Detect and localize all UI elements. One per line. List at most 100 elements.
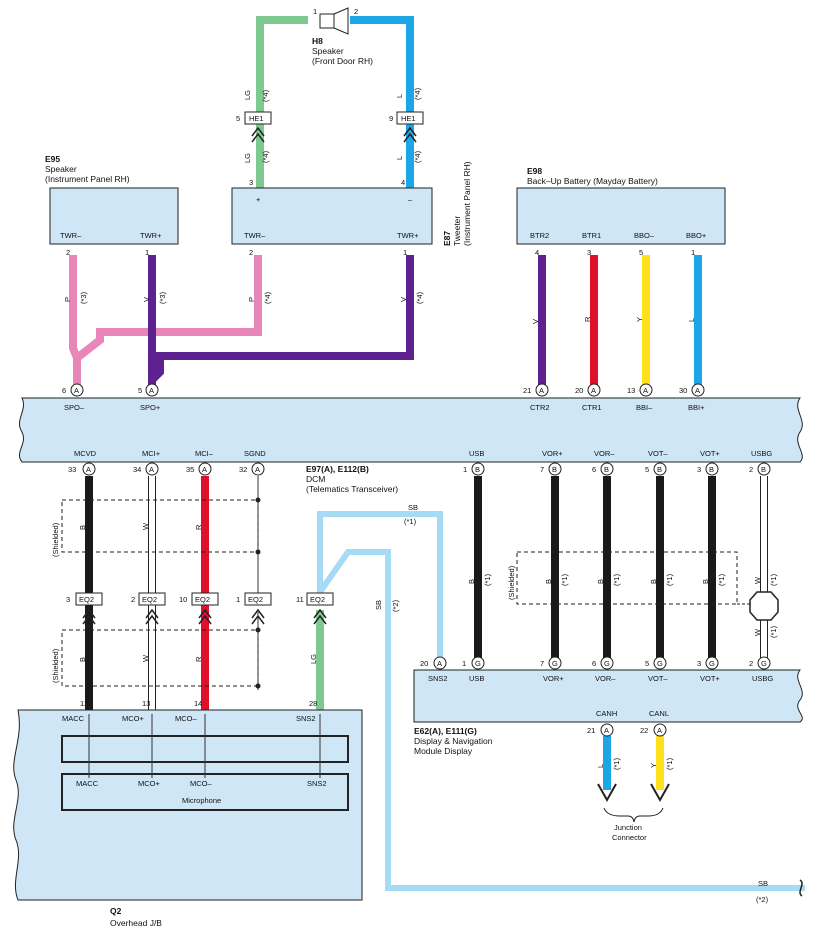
svg-text:5: 5 <box>236 114 240 123</box>
dcm-label: E97(A), E112(B) DCM (Telematics Transcei… <box>306 464 398 494</box>
svg-text:BTR1: BTR1 <box>582 231 601 240</box>
label-r-2: R <box>194 524 203 530</box>
svg-text:3: 3 <box>697 659 701 668</box>
svg-text:B: B <box>657 465 662 474</box>
wire-v-e87 <box>149 255 414 383</box>
component-e98: E98 Back–Up Battery (Mayday Battery) BTR… <box>516 166 726 257</box>
wire-l-h8 <box>350 16 414 188</box>
svg-text:3: 3 <box>697 465 701 474</box>
svg-text:BBO+: BBO+ <box>686 231 707 240</box>
svg-text:Module Display: Module Display <box>414 746 473 756</box>
component-dcm <box>18 397 803 463</box>
svg-text:VOT–: VOT– <box>648 449 668 458</box>
svg-text:EQ2: EQ2 <box>310 595 325 604</box>
svg-text:VOR–: VOR– <box>595 674 616 683</box>
svg-text:EQ2: EQ2 <box>79 595 94 604</box>
svg-text:SNS2: SNS2 <box>428 674 448 683</box>
label-n3-2: (*3) <box>158 291 167 304</box>
label-n1-6: (*1) <box>769 573 778 586</box>
svg-text:6: 6 <box>62 386 66 395</box>
label-n1-8: (*1) <box>612 757 621 770</box>
microphone-label: Microphone <box>182 796 221 805</box>
svg-text:E62(A), E111(G): E62(A), E111(G) <box>414 726 477 736</box>
label-l-3: L <box>687 318 696 322</box>
junction-bracket <box>603 807 664 823</box>
svg-text:4: 4 <box>401 178 405 187</box>
svg-text:2: 2 <box>249 248 253 257</box>
svg-text:13: 13 <box>627 386 635 395</box>
svg-text:20: 20 <box>420 659 428 668</box>
svg-text:E97(A), E112(B): E97(A), E112(B) <box>306 464 369 474</box>
label-v-2: V <box>399 297 408 302</box>
wire-p-e87 <box>74 255 262 362</box>
svg-text:MACC: MACC <box>62 714 85 723</box>
display-bottom-pins: CANH A 21 CANL A 22 <box>587 709 669 737</box>
e95-pin-twr-plus: TWR+ <box>140 231 162 240</box>
svg-text:4: 4 <box>535 248 539 257</box>
sb-break-mark <box>799 879 803 897</box>
label-sb-3: SB <box>758 879 768 888</box>
svg-text:VOT+: VOT+ <box>700 674 720 683</box>
svg-text:A: A <box>604 726 609 735</box>
label-b-3: B <box>467 579 476 584</box>
label-w-3: W <box>753 576 762 584</box>
svg-text:Overhead J/B: Overhead J/B <box>110 918 162 928</box>
label-n4-2: (*4) <box>413 87 422 100</box>
label-shielded-3: (Shielded) <box>507 565 516 600</box>
h8-location: (Front Door RH) <box>312 56 373 66</box>
svg-text:BBO–: BBO– <box>634 231 655 240</box>
svg-text:DCM: DCM <box>306 474 325 484</box>
label-n1-7: (*1) <box>769 625 778 638</box>
label-n4-4: (*4) <box>413 150 422 163</box>
wire-sb-2 <box>317 549 805 891</box>
svg-text:E98: E98 <box>527 166 542 176</box>
svg-text:A: A <box>539 386 544 395</box>
svg-text:B: B <box>761 465 766 474</box>
svg-text:21: 21 <box>587 726 595 735</box>
svg-text:G: G <box>657 659 663 668</box>
dcm-bottom-pins: MCVD A 33 MCI+ A 34 MCI– A 35 SGND A 32 … <box>68 449 772 476</box>
label-n4-6: (*4) <box>415 291 424 304</box>
svg-text:VOR–: VOR– <box>594 449 615 458</box>
label-r-3: R <box>194 656 203 662</box>
svg-text:A: A <box>255 465 260 474</box>
label-b-4: B <box>544 579 553 584</box>
label-b-5: B <box>596 579 605 584</box>
svg-text:34: 34 <box>133 465 141 474</box>
label-b-6: B <box>649 579 658 584</box>
svg-text:33: 33 <box>68 465 76 474</box>
svg-text:A: A <box>149 386 154 395</box>
svg-text:32: 32 <box>239 465 247 474</box>
svg-text:1: 1 <box>145 248 149 257</box>
shield-box-1 <box>61 499 259 553</box>
label-p-1: P <box>63 297 72 302</box>
svg-text:1: 1 <box>462 659 466 668</box>
svg-text:+: + <box>256 195 261 204</box>
svg-text:EQ2: EQ2 <box>142 595 157 604</box>
svg-text:3: 3 <box>587 248 591 257</box>
svg-text:2: 2 <box>749 659 753 668</box>
svg-text:(Instrument Panel RH): (Instrument Panel RH) <box>45 174 130 184</box>
label-n1-5: (*1) <box>717 573 726 586</box>
svg-text:11: 11 <box>296 595 304 604</box>
svg-text:A: A <box>591 386 596 395</box>
label-n1-2: (*1) <box>560 573 569 586</box>
component-display <box>413 669 803 723</box>
svg-text:G: G <box>552 659 558 668</box>
svg-text:35: 35 <box>186 465 194 474</box>
svg-text:3: 3 <box>66 595 70 604</box>
svg-text:BTR2: BTR2 <box>530 231 549 240</box>
svg-text:Tweeter: Tweeter <box>452 216 462 246</box>
splice-octagon <box>749 591 779 621</box>
label-y-2: Y <box>649 763 658 768</box>
label-p-2: P <box>247 297 256 302</box>
svg-text:A: A <box>74 386 79 395</box>
shield-box-2 <box>61 629 259 687</box>
svg-text:USB: USB <box>469 449 484 458</box>
svg-text:–: – <box>408 195 413 204</box>
svg-text:USBG: USBG <box>752 674 773 683</box>
label-lg-2: LG <box>243 153 252 163</box>
svg-text:CTR1: CTR1 <box>582 403 602 412</box>
svg-text:EQ2: EQ2 <box>195 595 210 604</box>
